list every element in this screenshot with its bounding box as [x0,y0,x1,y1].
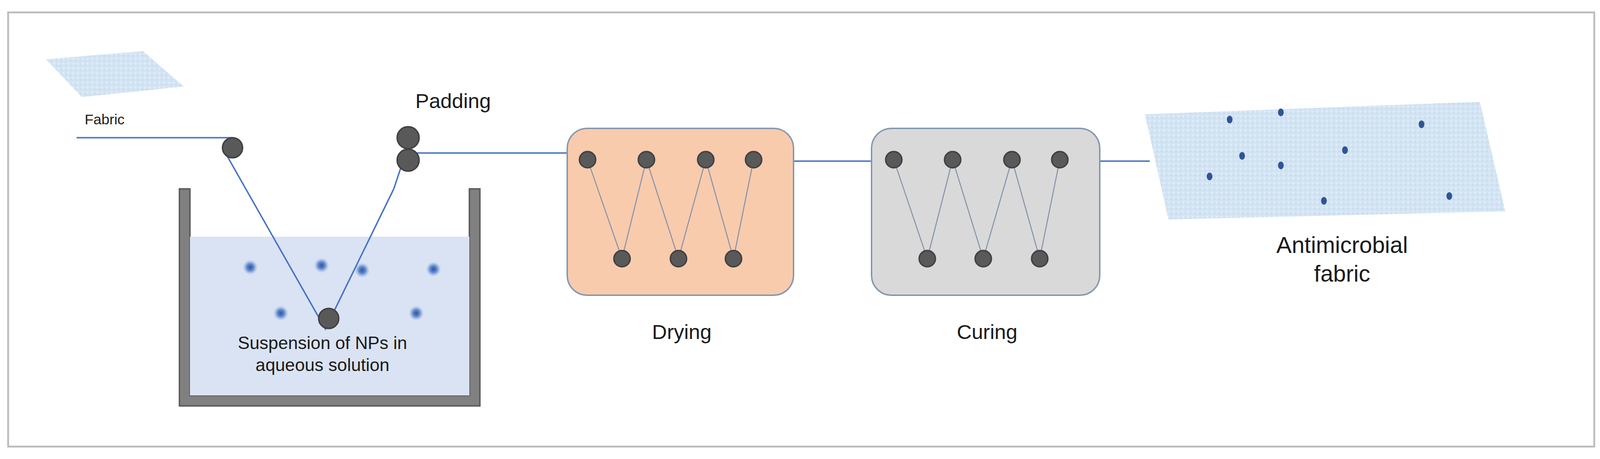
roller [579,151,596,168]
fabric-dip-line [224,152,394,330]
node-figure [1144,101,1506,220]
drying-oven: Drying [566,127,795,297]
roller [745,151,762,168]
fabric-path [794,160,871,163]
padding-label: Padding [415,88,491,114]
roller [222,137,243,158]
fabric-sheet [1144,101,1506,220]
nanoparticle [1239,152,1245,160]
nanoparticle [1277,108,1284,117]
roller [885,151,902,168]
stage-label: Drying [567,319,796,346]
roller [944,151,961,168]
nanoparticle [242,259,258,276]
roller [670,250,687,267]
fabric-feed-line [76,137,233,139]
fabric-path [1100,160,1150,163]
roller [318,308,339,329]
bath-label: Suspension of NPs in aqueous solution [222,332,423,378]
nanoparticle [273,305,289,322]
nanoparticle [1446,192,1453,200]
padding-roller [397,126,420,149]
nanoparticle [1321,197,1327,205]
product-label: Antimicrobial fabric [1260,231,1424,289]
bath-tank: Suspension of NPs in aqueous solution [179,188,480,407]
roller [725,250,742,267]
nanoparticle [1418,120,1425,129]
roller [975,250,992,267]
nanoparticle [1226,115,1233,124]
tank-wall [179,188,480,407]
roller [919,250,936,267]
fabric-zigzag [587,159,754,259]
roller [697,151,714,168]
node-figure [870,127,1101,297]
nanoparticle [408,305,424,322]
roller [1051,151,1068,168]
roller [613,250,631,267]
nanoparticle [425,261,442,278]
antimicrobial-fabric-sheet: Antimicrobial fabric [1144,101,1506,220]
fabric-label: Fabric [84,111,125,129]
nanoparticle [1277,161,1284,170]
padding-roller [397,149,420,172]
nanoparticle [1342,146,1348,155]
fabric-sheet [45,51,184,98]
stage-label: Curing [872,319,1102,346]
curing-oven: Curing [870,127,1101,297]
node-figure [566,127,795,297]
roller [1031,250,1048,267]
fabric-zigzag [893,159,1060,259]
frame-border [8,12,1595,447]
roller [638,151,655,168]
np-suspension [189,236,470,396]
roller [1003,151,1021,168]
nanoparticle [313,257,330,274]
nanoparticle [1206,172,1213,181]
